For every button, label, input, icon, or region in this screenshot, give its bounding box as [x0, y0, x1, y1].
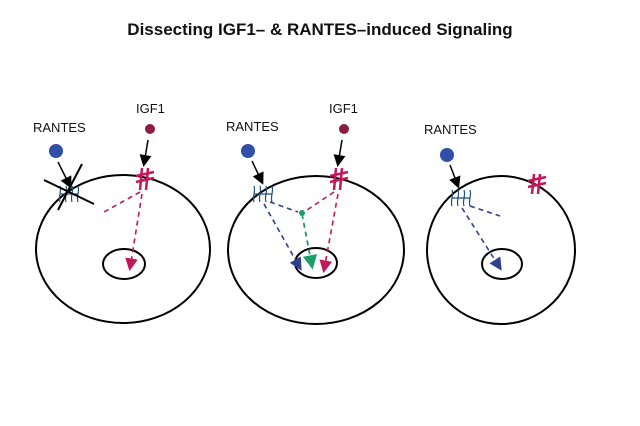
convergence-node: [299, 210, 305, 216]
igf1-ligand: [145, 124, 155, 134]
nucleus: [102, 248, 146, 280]
rantes-ligand: [49, 144, 63, 158]
rantes-receptor: [252, 185, 274, 203]
igf1-binding-arrow: [139, 139, 152, 167]
igf1-label: IGF1: [329, 101, 358, 116]
panel-rantes-only: RANTES: [424, 122, 576, 325]
rantes-receptor: [450, 189, 472, 207]
rantes-label: RANTES: [226, 119, 279, 134]
igf1-receptor: [329, 167, 349, 191]
rantes-ligand: [241, 144, 255, 158]
igf1-pathway: [103, 191, 143, 272]
rantes-binding-arrow: [449, 164, 461, 189]
igf1-receptor: [135, 167, 155, 191]
rantes-pathway: [461, 205, 502, 271]
cell-membrane: [35, 174, 211, 324]
cell-membrane: [426, 175, 576, 325]
rantes-label: RANTES: [33, 120, 86, 135]
panel-rantes-receptor-blocked: RANTES IGF1: [33, 101, 211, 324]
rantes-binding-arrow: [57, 161, 72, 189]
igf1-label: IGF1: [136, 101, 165, 116]
diagram-title: Dissecting IGF1– & RANTES–induced Signal…: [127, 20, 513, 39]
igf1-receptor: [527, 173, 547, 195]
nucleus: [481, 248, 523, 280]
rantes-label: RANTES: [424, 122, 477, 137]
rantes-pathway: [263, 201, 302, 271]
igf1-binding-arrow: [333, 139, 346, 167]
block-cross-icon: [43, 163, 95, 211]
igf1-pathway: [303, 191, 339, 274]
rantes-binding-arrow: [251, 160, 264, 185]
cell-membrane: [227, 175, 405, 325]
panel-both-ligands-active: RANTES IGF1: [226, 101, 405, 325]
rantes-ligand: [440, 148, 454, 162]
nucleus: [294, 247, 338, 279]
combined-pathway: [301, 213, 318, 270]
igf1-ligand: [339, 124, 349, 134]
